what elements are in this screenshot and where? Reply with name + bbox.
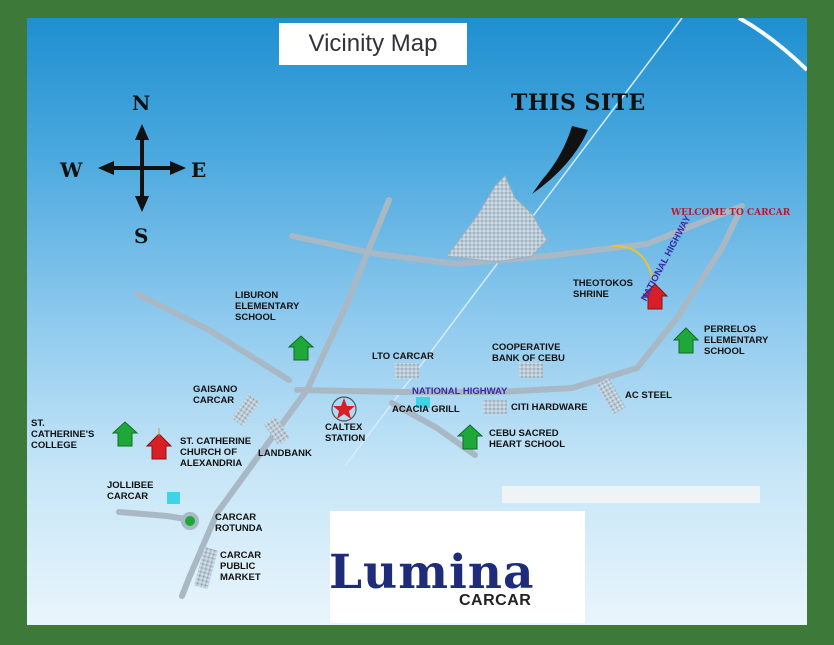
school-icon-liburon <box>287 335 315 361</box>
logo-wordmark: Lumina <box>329 545 535 600</box>
compass-icon <box>98 124 186 212</box>
national-highway <box>294 210 742 395</box>
ac-steel-block <box>596 377 626 415</box>
church-icon-theotokos <box>641 283 669 310</box>
lto-block <box>395 363 419 379</box>
church-icon-st-catherine <box>145 433 173 460</box>
compass-east: E <box>191 158 207 182</box>
this-site-arrow-icon <box>532 126 588 194</box>
rotunda-west-road <box>116 509 195 523</box>
school-icon-perrelos <box>672 327 700 354</box>
school-icon-cebu-sacred-heart <box>456 424 484 450</box>
sacred-heart-road <box>389 400 478 458</box>
road-network <box>98 18 807 599</box>
gaisano-block <box>231 393 261 427</box>
lto-label: LTO CARCAR <box>372 351 434 362</box>
site-parcel <box>446 175 548 263</box>
this-site-label: THIS SITE <box>511 90 646 116</box>
map-title: Vicinity Map <box>279 23 467 65</box>
caltex-star-icon <box>331 396 357 422</box>
logo-panel <box>330 511 585 623</box>
school-icon-st-catherine-college <box>111 421 139 447</box>
compass-north: N <box>132 91 151 115</box>
public-market-block <box>194 546 218 590</box>
acacia-grill-label: ACACIA GRILL <box>392 404 460 415</box>
coop-bank-block <box>519 362 543 378</box>
welcome-sign-label: WELCOME TO CARCAR <box>671 208 791 218</box>
landbank-label: LANDBANK <box>258 448 312 459</box>
jollibee-marker <box>167 492 180 504</box>
ac-steel-label: AC STEEL <box>625 390 672 401</box>
compass-south: S <box>134 224 149 248</box>
citi-hardware-block <box>483 400 507 414</box>
road-arc <box>738 18 807 72</box>
citi-hardware-label: CITI HARDWARE <box>511 402 588 413</box>
compass-west: W <box>60 158 83 182</box>
west-road <box>134 291 292 383</box>
logo-subtitle: CARCAR <box>459 592 532 609</box>
national-highway-label: NATIONAL HIGHWAY <box>412 386 508 397</box>
landbank-block <box>263 416 291 446</box>
acacia-marker <box>416 397 430 408</box>
north-south-road <box>179 197 392 599</box>
shrine-road <box>611 244 654 281</box>
rotunda-marker <box>185 516 195 526</box>
pale-strip <box>502 486 760 503</box>
vicinity-map: Vicinity Map N S E W THIS SITE WELCOME T… <box>27 18 807 625</box>
